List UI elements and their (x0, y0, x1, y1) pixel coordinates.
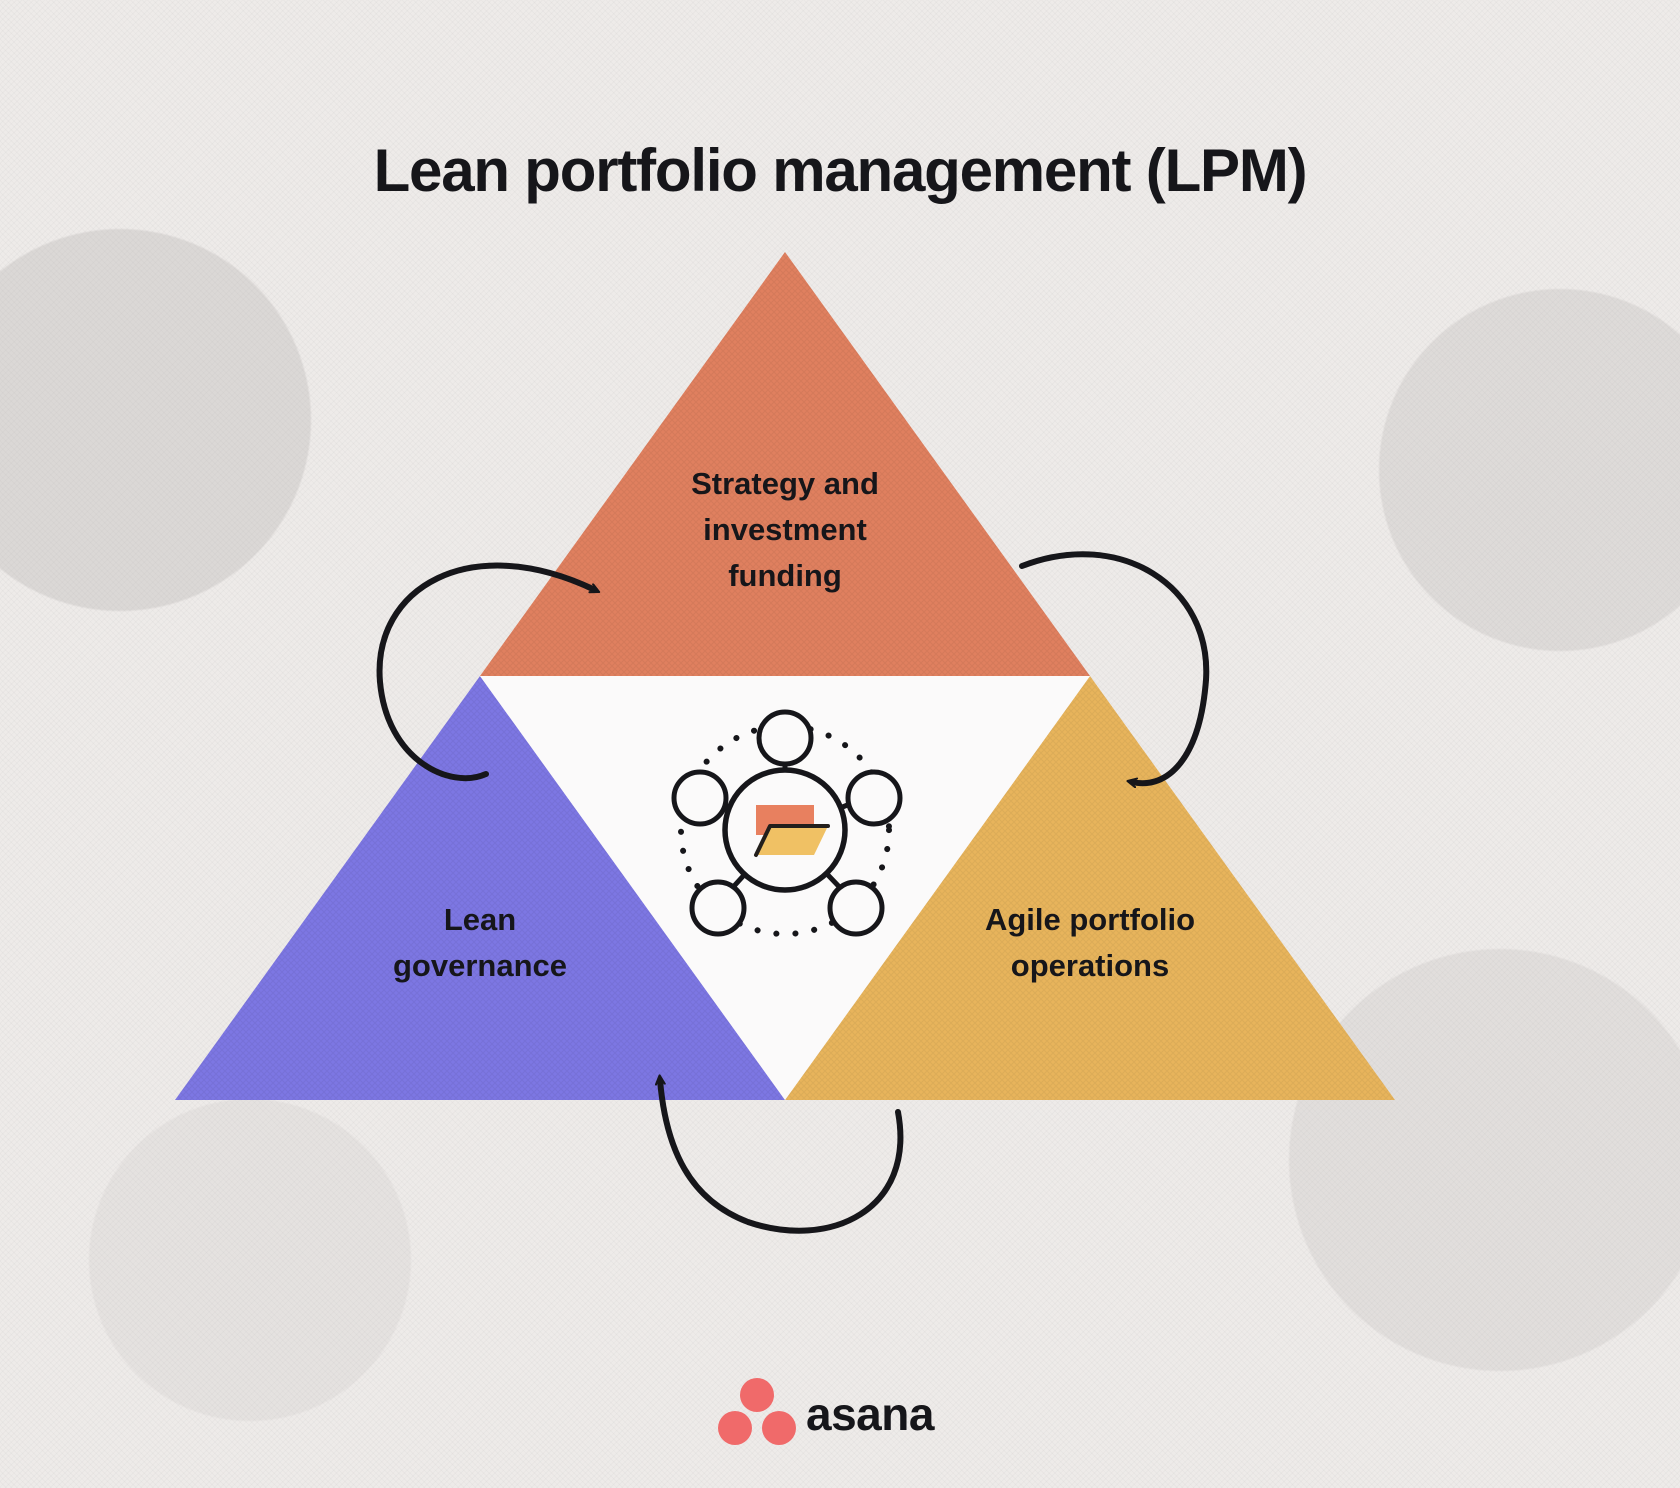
segment-agile-ops-label-line2: operations (1011, 948, 1169, 983)
asana-logo: asana (718, 1378, 935, 1445)
curved-arrow-left (376, 562, 595, 782)
asana-wordmark: asana (806, 1388, 935, 1440)
curved-arrow-bottom (660, 1080, 904, 1234)
folder-icon (754, 805, 830, 857)
asana-dot-bottom-right (762, 1411, 796, 1445)
asana-dot-top (740, 1378, 774, 1412)
satellite-upper-left (671, 769, 729, 827)
dotted-orbit-circle (678, 723, 892, 937)
segment-lean-governance[interactable]: Lean governance (175, 676, 785, 1100)
segment-strategy[interactable]: Strategy and investment funding (480, 252, 1090, 676)
segment-agile-ops-label-line1: Agile portfolio (985, 902, 1195, 937)
satellite-top (756, 709, 814, 767)
segment-lean-governance-label-line2: governance (393, 948, 567, 983)
segment-strategy-label-line3: funding (728, 558, 842, 593)
segment-lean-governance-label-line1: Lean (444, 902, 516, 937)
asana-dot-bottom-left (718, 1411, 752, 1445)
segment-agile-portfolio-operations[interactable]: Agile portfolio operations (785, 676, 1395, 1100)
curved-arrow-right (1019, 551, 1210, 783)
page-title: Lean portfolio management (LPM) (373, 137, 1308, 205)
satellite-lower-left (689, 879, 747, 937)
segment-strategy-label-line2: investment (703, 512, 867, 547)
satellite-upper-right (845, 769, 903, 827)
segment-strategy-label-line1: Strategy and (691, 466, 879, 501)
satellite-lower-right (827, 879, 885, 937)
